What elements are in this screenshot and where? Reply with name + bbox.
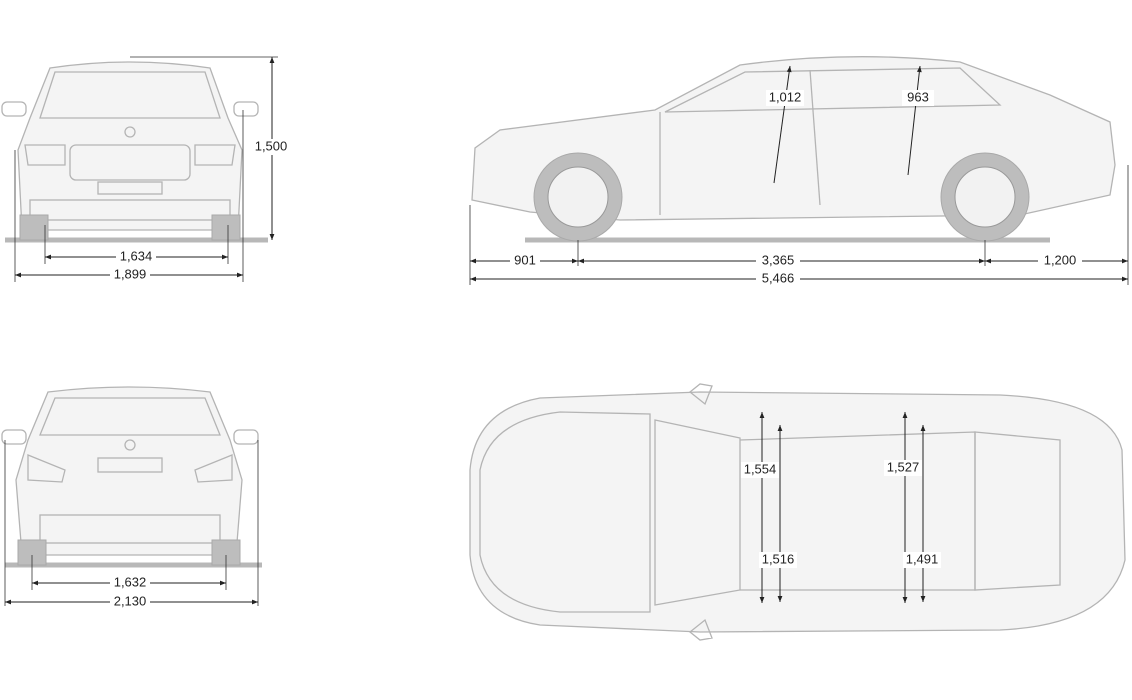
front-body: [17, 61, 243, 231]
right-mirror: [233, 101, 259, 117]
rear-view: 1,632 2,130: [1, 386, 262, 610]
side-windows: [664, 67, 1002, 113]
side-view: 1,012 963 901 3,365 1,200 5,466: [469, 56, 1129, 287]
hood: [479, 411, 651, 613]
mirrors: [688, 383, 713, 641]
brand-logo-icon: [124, 439, 136, 451]
top-view: 1,554 1,516 1,527 1,491: [469, 383, 1126, 641]
windshield: [39, 71, 221, 119]
height-label: 1,500: [255, 138, 288, 153]
front-track-label: 1,634: [120, 248, 153, 263]
rear-shoulder-width-label: 1,527: [887, 459, 920, 474]
license-plate: [97, 457, 163, 473]
rear-body: [15, 386, 243, 556]
left-mirror: [1, 101, 27, 117]
right-mirror: [233, 429, 259, 445]
rear-headroom-label: 963: [907, 89, 929, 104]
headlights: [24, 144, 236, 166]
front-right-tire: [211, 214, 241, 241]
length-label: 5,466: [762, 270, 795, 285]
rear-headroom-line: [907, 65, 922, 176]
front-shoulder-width-label: 1,554: [744, 461, 777, 476]
front-headroom-line: [773, 65, 792, 184]
license-plate: [97, 181, 163, 195]
front-headroom-label: 1,012: [769, 89, 802, 104]
front-left-tire: [19, 214, 49, 241]
brand-logo-icon: [124, 126, 136, 138]
front-elbow-width-label: 1,516: [762, 551, 795, 566]
front-view: 1,500 1,634 1,899: [1, 56, 290, 283]
rear-window: [39, 397, 221, 436]
cabin-interior: [739, 431, 976, 591]
overall-width-label: 1,899: [114, 266, 147, 281]
rear-elbow-width-label: 1,491: [906, 551, 939, 566]
rear-overhang-label: 1,200: [1044, 252, 1077, 267]
front-overhang-label: 901: [514, 252, 536, 267]
taillights: [27, 454, 233, 483]
grille: [69, 144, 191, 181]
front-bumper: [29, 199, 231, 221]
left-mirror: [1, 429, 27, 445]
rear-bumper: [39, 514, 221, 544]
rear-track-label: 1,632: [114, 574, 147, 589]
wheelbase-label: 3,365: [762, 252, 795, 267]
top-body: [469, 391, 1126, 633]
mirror-width-label: 2,130: [114, 593, 147, 608]
